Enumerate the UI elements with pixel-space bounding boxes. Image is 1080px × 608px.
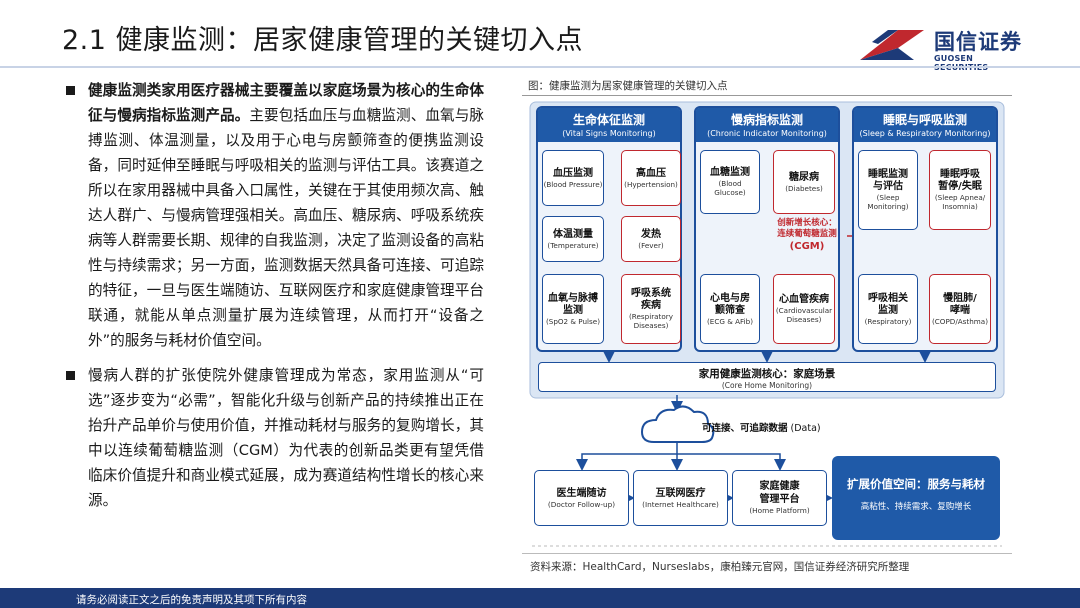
data-connect-label: 可连接、可追踪数据 (Data) (702, 423, 821, 434)
figure-caption: 图：健康监测为居家健康管理的关键切入点 (528, 80, 728, 92)
box-spo2-pulse: 血氧与脉搏 监测 (SpO2 & Pulse) (542, 274, 604, 344)
header-divider (0, 66, 1080, 68)
square-bullet-icon (66, 371, 75, 380)
box-respiratory-monitoring: 呼吸相关 监测 (Respiratory) (858, 274, 918, 344)
figure-caption-rule (522, 95, 1012, 96)
box-doctor-follow-up: 医生端随访 (Doctor Follow-up) (534, 470, 629, 526)
box-cardiovascular-diseases: 心血管疾病 (Cardiovascular Diseases) (773, 274, 835, 344)
box-blood-pressure: 血压监测 (Blood Pressure) (542, 150, 604, 206)
figure-source: 资料来源：HealthCard，Nurseslabs，康柏臻元官网，国信证券经济… (530, 561, 910, 573)
expand-value-title: 扩展价值空间：服务与耗材 (847, 477, 985, 491)
box-home-platform: 家庭健康 管理平台 (Home Platform) (732, 470, 827, 526)
bullet-strong-text: 健康监测类家用医疗器械主要覆盖以家庭场景为核心的生命体征与慢病指标监测产品。 (88, 82, 484, 124)
expand-value-subtitle: 高粘性、持续需求、复购增长 (860, 502, 972, 512)
bullet-item: 健康监测类家用医疗器械主要覆盖以家庭场景为核心的生命体征与慢病指标监测产品。主要… (66, 78, 484, 353)
guosen-logo: 国信证券 GUOSEN SECURITIES (858, 24, 1028, 72)
box-blood-glucose: 血糖监测 (Blood Glucose) (700, 150, 760, 214)
guosen-logo-icon (860, 30, 924, 60)
box-internet-healthcare: 互联网医疗 (Internet Healthcare) (633, 470, 728, 526)
bullet-list: 健康监测类家用医疗器械主要覆盖以家庭场景为核心的生命体征与慢病指标监测产品。主要… (66, 78, 484, 513)
box-diabetes: 糖尿病 (Diabetes) (773, 150, 835, 214)
bullet-item: 慢病人群的扩张使院外健康管理成为常态，家用监测从“可选”逐步变为“必需”，智能化… (66, 363, 484, 513)
box-fever: 发热 (Fever) (621, 216, 681, 262)
box-temperature: 体温测量 (Temperature) (542, 216, 604, 262)
box-respiratory-diseases: 呼吸系统 疾病 (Respiratory Diseases) (621, 274, 681, 344)
panel-sleep-header: 睡眠与呼吸监测 (Sleep & Respiratory Monitoring) (854, 108, 996, 142)
logo-text-en: GUOSEN SECURITIES (934, 54, 988, 72)
box-hypertension: 高血压 (Hypertension) (621, 150, 681, 206)
logo-text-cn: 国信证券 (934, 30, 1022, 54)
box-sleep-apnea: 睡眠呼吸 暂停/失眠 (Sleep Apnea/ Insomnia) (929, 150, 991, 230)
bullet-text: 主要包括血压与血糖监测、血氧与脉搏监测、体温测量，以及用于心电与房颤筛查的便携监… (88, 107, 484, 349)
box-sleep-monitoring: 睡眠监测 与评估 (Sleep Monitoring) (858, 150, 918, 230)
bullet-text: 慢病人群的扩张使院外健康管理成为常态，家用监测从“可选”逐步变为“必需”，智能化… (88, 367, 484, 509)
source-rule (522, 553, 1012, 554)
box-ecg-afib: 心电与房 颤筛查 (ECG & AFib) (700, 274, 760, 344)
monitoring-diagram: 生命体征监测 (Vital Signs Monitoring) 慢病指标监测 (… (522, 98, 1012, 550)
cloud-icon (640, 405, 715, 443)
page-title: 2.1 健康监测：居家健康管理的关键切入点 (62, 25, 584, 56)
expand-value-box: 扩展价值空间：服务与耗材 高粘性、持续需求、复购增长 (832, 456, 1000, 540)
square-bullet-icon (66, 86, 75, 95)
panel-vital-signs-header: 生命体征监测 (Vital Signs Monitoring) (538, 108, 680, 142)
footer-bar: 请务必阅读正文之后的免责声明及其项下所有内容 (0, 588, 1080, 608)
disclaimer-text: 请务必阅读正文之后的免责声明及其项下所有内容 (76, 594, 307, 606)
cgm-growth-note: 创新增长核心： 连续葡萄糖监测 (CGM) (777, 218, 837, 252)
box-copd-asthma: 慢阻肺/ 哮喘 (COPD/Asthma) (929, 274, 991, 344)
core-home-monitoring: 家用健康监测核心：家庭场景 (Core Home Monitoring) (538, 362, 996, 392)
panel-chronic-header: 慢病指标监测 (Chronic Indicator Monitoring) (696, 108, 838, 142)
